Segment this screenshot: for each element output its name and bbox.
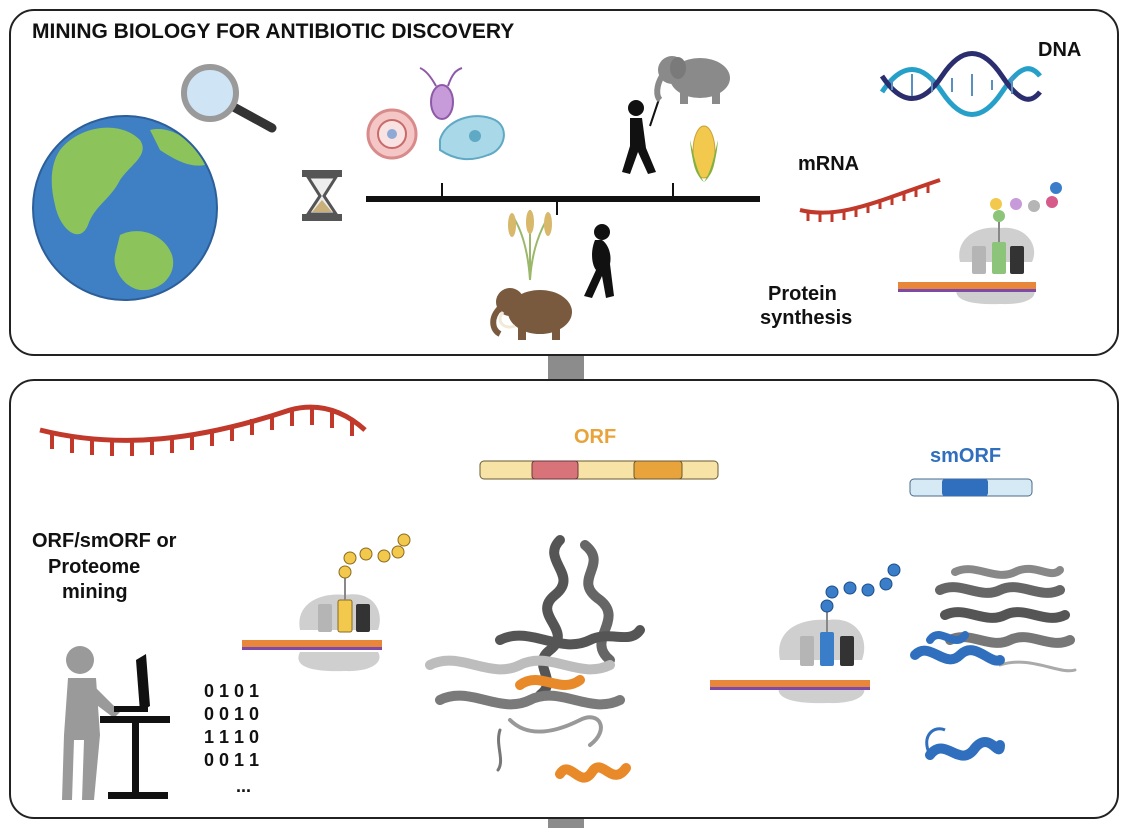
binary-matrix: 0 1 0 1 0 0 1 0 1 1 1 0 0 0 1 1 ... xyxy=(204,681,259,796)
early-human-icon xyxy=(584,224,614,298)
globe-icon xyxy=(32,115,218,301)
smorf-label: smORF xyxy=(930,445,1001,467)
top-panel: MINING BIOLOGY FOR ANTIBIOTIC DISCOVERY xyxy=(9,9,1119,356)
orf-label: ORF xyxy=(574,426,616,448)
mrna-label: mRNA xyxy=(798,153,859,175)
mammoth-icon xyxy=(490,288,572,340)
bottom-panel: ORF smORF ORF/smORF or Proteome mining xyxy=(9,379,1119,819)
helix-orange-icon xyxy=(555,762,631,783)
orf-bar xyxy=(479,460,719,480)
protein-structure-icon xyxy=(425,535,645,772)
hourglass-icon xyxy=(302,170,342,221)
binary-row: 0 0 1 1 xyxy=(204,750,259,770)
panel-connector-top xyxy=(548,354,584,382)
panel-connector-bottom xyxy=(548,818,584,828)
elephant-icon xyxy=(654,56,730,104)
dna-label: DNA xyxy=(1038,39,1081,61)
mining-label-2: Proteome xyxy=(48,556,140,578)
wheat-icon xyxy=(508,210,552,281)
smorf-bar xyxy=(909,478,1033,497)
binary-row: 1 1 1 0 xyxy=(204,727,259,747)
person-computer-icon xyxy=(62,646,170,800)
binary-row: 0 0 1 0 xyxy=(204,704,259,724)
binary-row: 0 1 0 1 xyxy=(204,681,259,701)
membrane-protein-structure-icon xyxy=(910,564,1077,673)
mining-label-1: ORF/smORF or xyxy=(32,530,177,552)
binary-ellipsis: ... xyxy=(236,776,251,796)
mrna-icon xyxy=(799,178,941,222)
ribosome-smorf-icon xyxy=(710,563,901,704)
top-panel-title: MINING BIOLOGY FOR ANTIBIOTIC DISCOVERY xyxy=(32,20,514,43)
microbe-icon xyxy=(366,67,505,161)
mrna-large-icon xyxy=(39,404,367,456)
evolution-timeline xyxy=(366,183,760,215)
ribosome-icon xyxy=(898,182,1062,305)
protein-synthesis-label-1: Protein xyxy=(768,283,837,305)
mining-label-3: mining xyxy=(62,581,128,603)
corn-icon xyxy=(690,125,718,182)
magnifier-icon xyxy=(181,64,277,133)
dna-icon xyxy=(879,51,1042,117)
protein-synthesis-label-2: synthesis xyxy=(760,307,852,329)
ribosome-orf-icon xyxy=(242,533,411,672)
helix-blue-icon xyxy=(925,727,1005,761)
